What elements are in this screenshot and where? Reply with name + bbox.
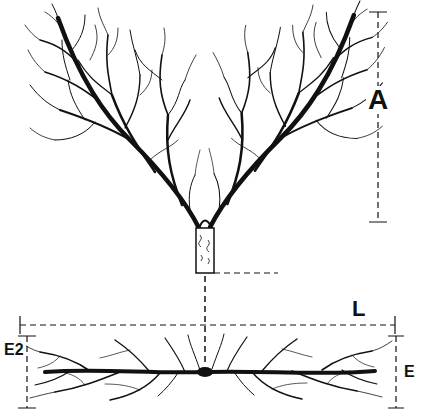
dimension-label: L <box>350 298 367 320</box>
dimension-label: E <box>402 364 417 380</box>
dimension-label: E2 <box>2 342 26 358</box>
dimension-label: A <box>366 86 390 114</box>
